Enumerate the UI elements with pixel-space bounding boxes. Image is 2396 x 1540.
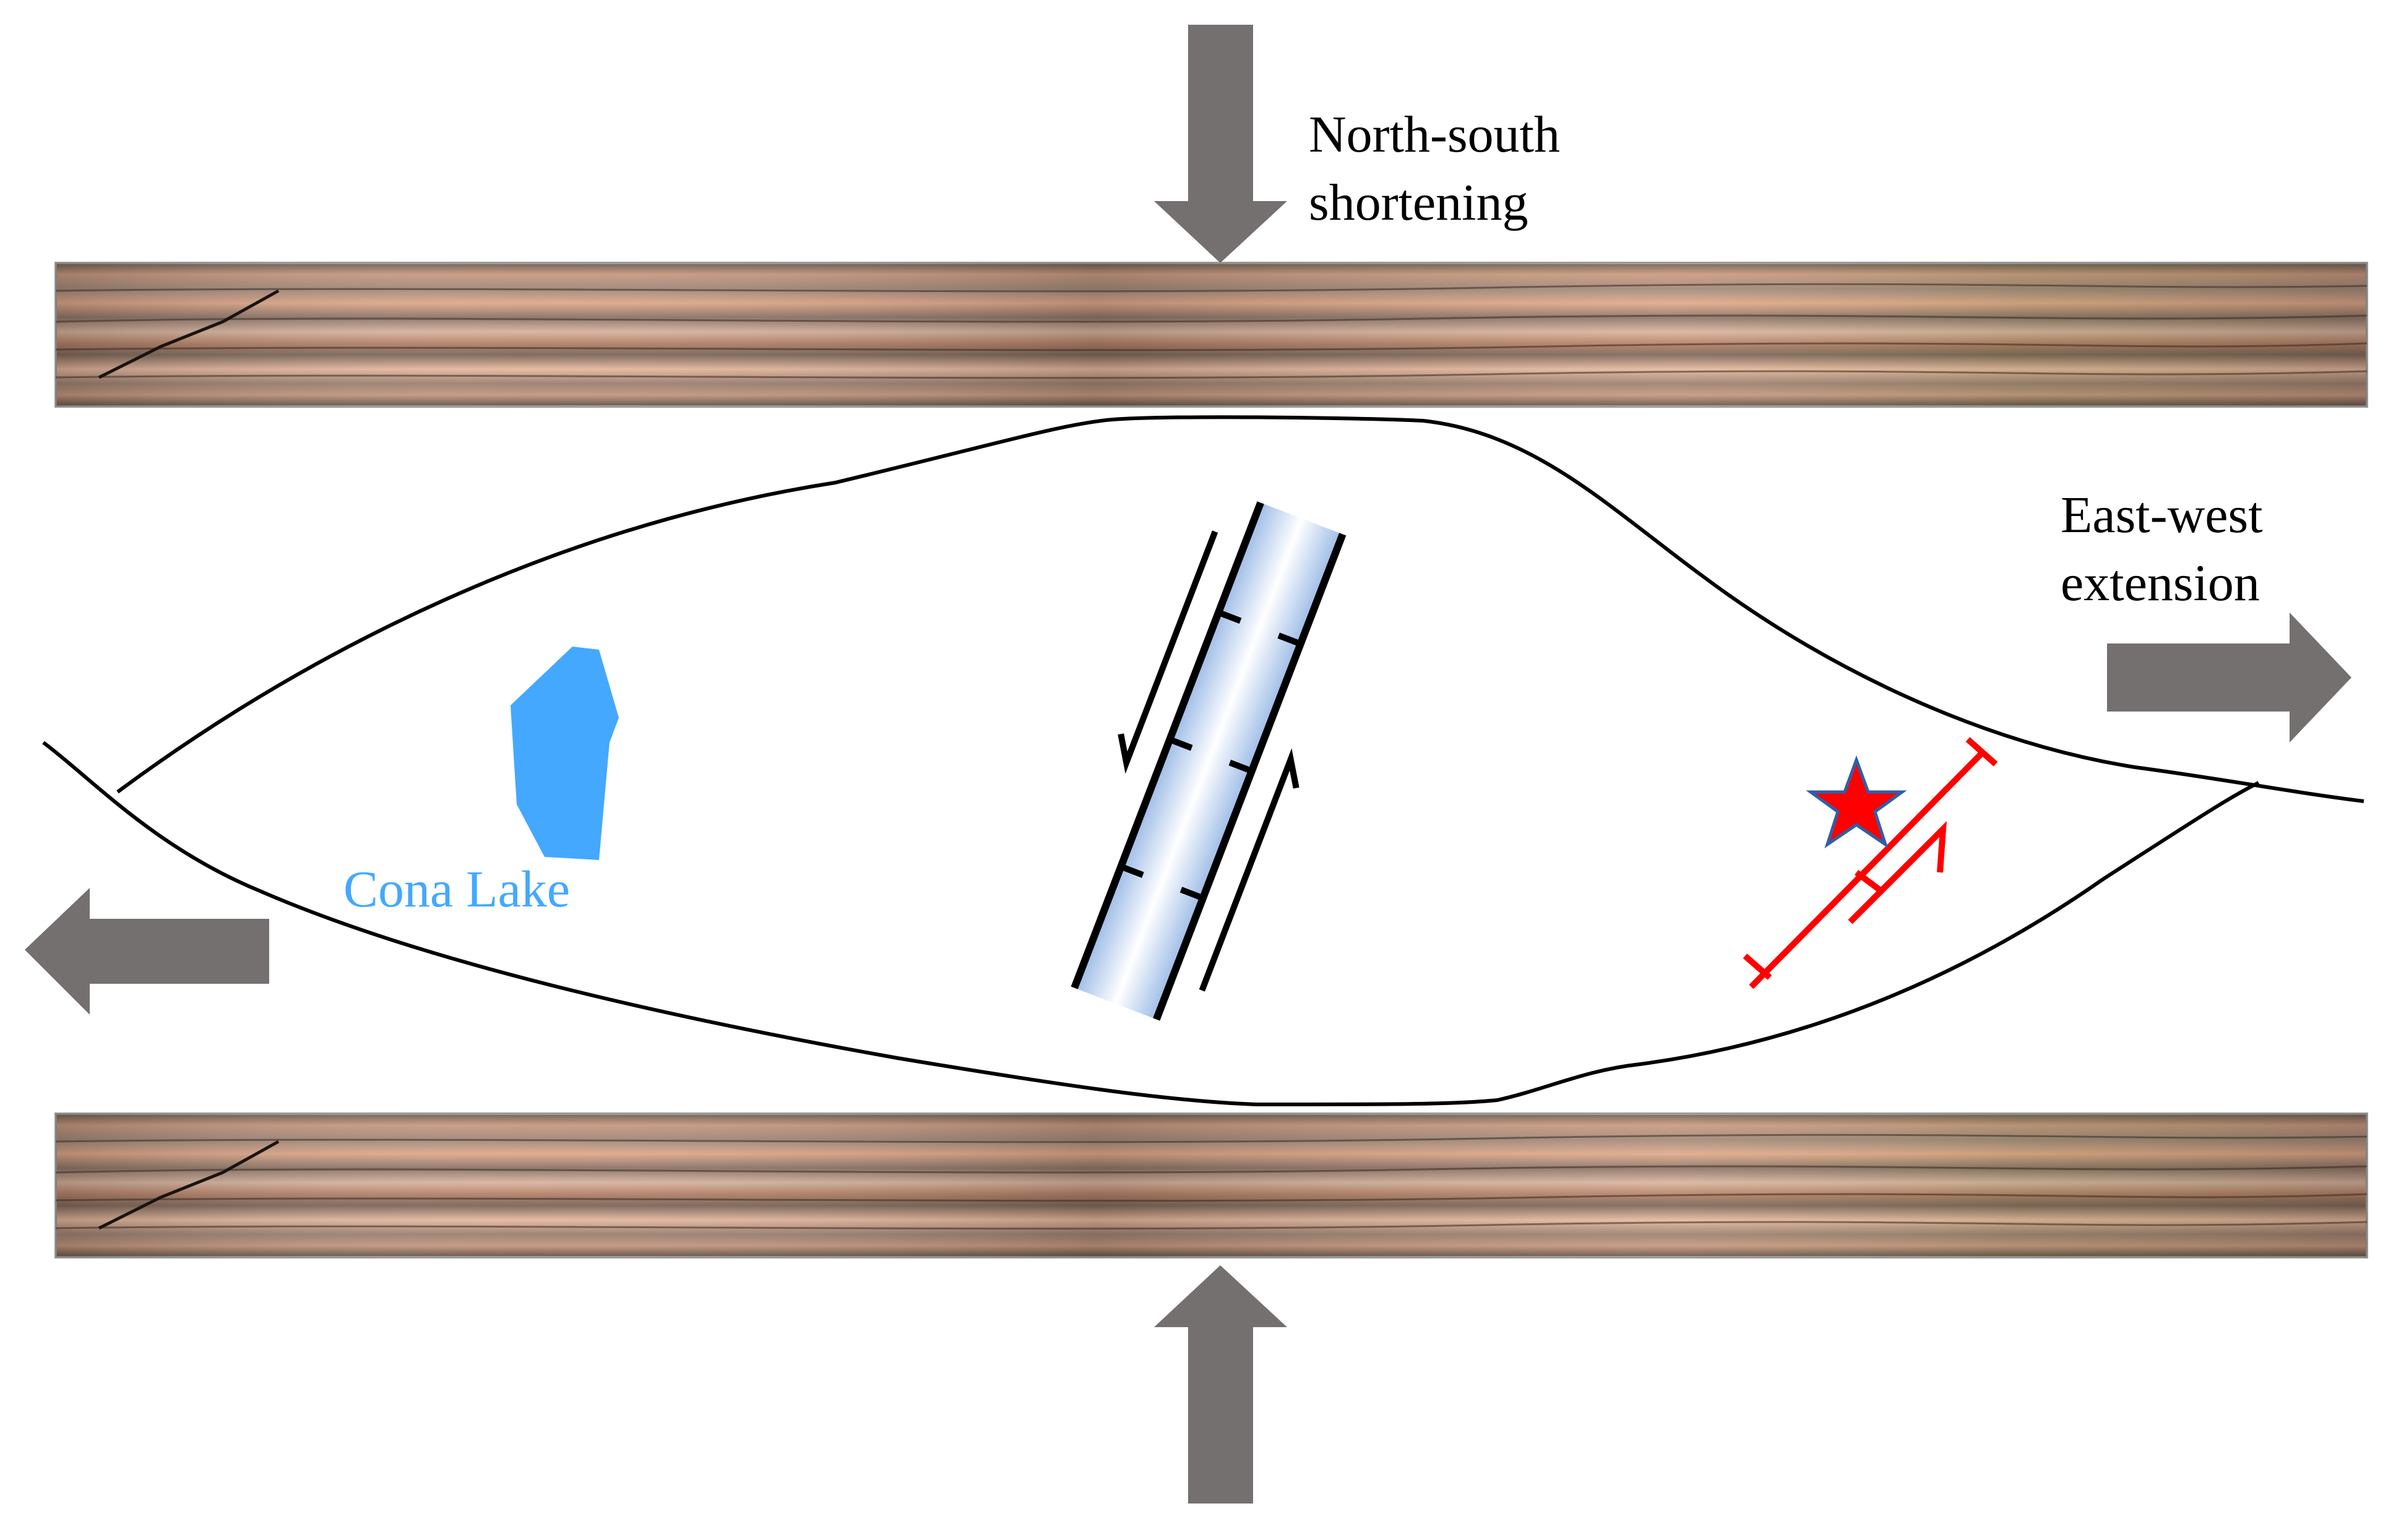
extension-label-line1: East-west xyxy=(2061,486,2263,544)
arrow-right-icon xyxy=(2107,613,2351,742)
red-fault xyxy=(1743,737,1998,989)
graben-structure xyxy=(1071,501,1347,1021)
arrow-left-icon xyxy=(25,888,269,1015)
top-rock-layer xyxy=(54,262,2368,408)
arrow-up-icon xyxy=(1154,1265,1287,1503)
bottom-rock-layer xyxy=(54,1112,2368,1258)
shortening-label-line2: shortening xyxy=(1309,174,1528,231)
basin-outline xyxy=(116,415,2364,803)
basin-outline-lower xyxy=(42,741,2260,1107)
cona-lake-shape xyxy=(511,647,619,860)
extension-label-line2: extension xyxy=(2061,554,2260,612)
star-icon xyxy=(1806,755,1907,849)
arrow-down-icon xyxy=(1154,25,1287,263)
cona-lake-label: Cona Lake xyxy=(343,861,570,918)
shortening-label-line1: North-south xyxy=(1309,106,1560,163)
